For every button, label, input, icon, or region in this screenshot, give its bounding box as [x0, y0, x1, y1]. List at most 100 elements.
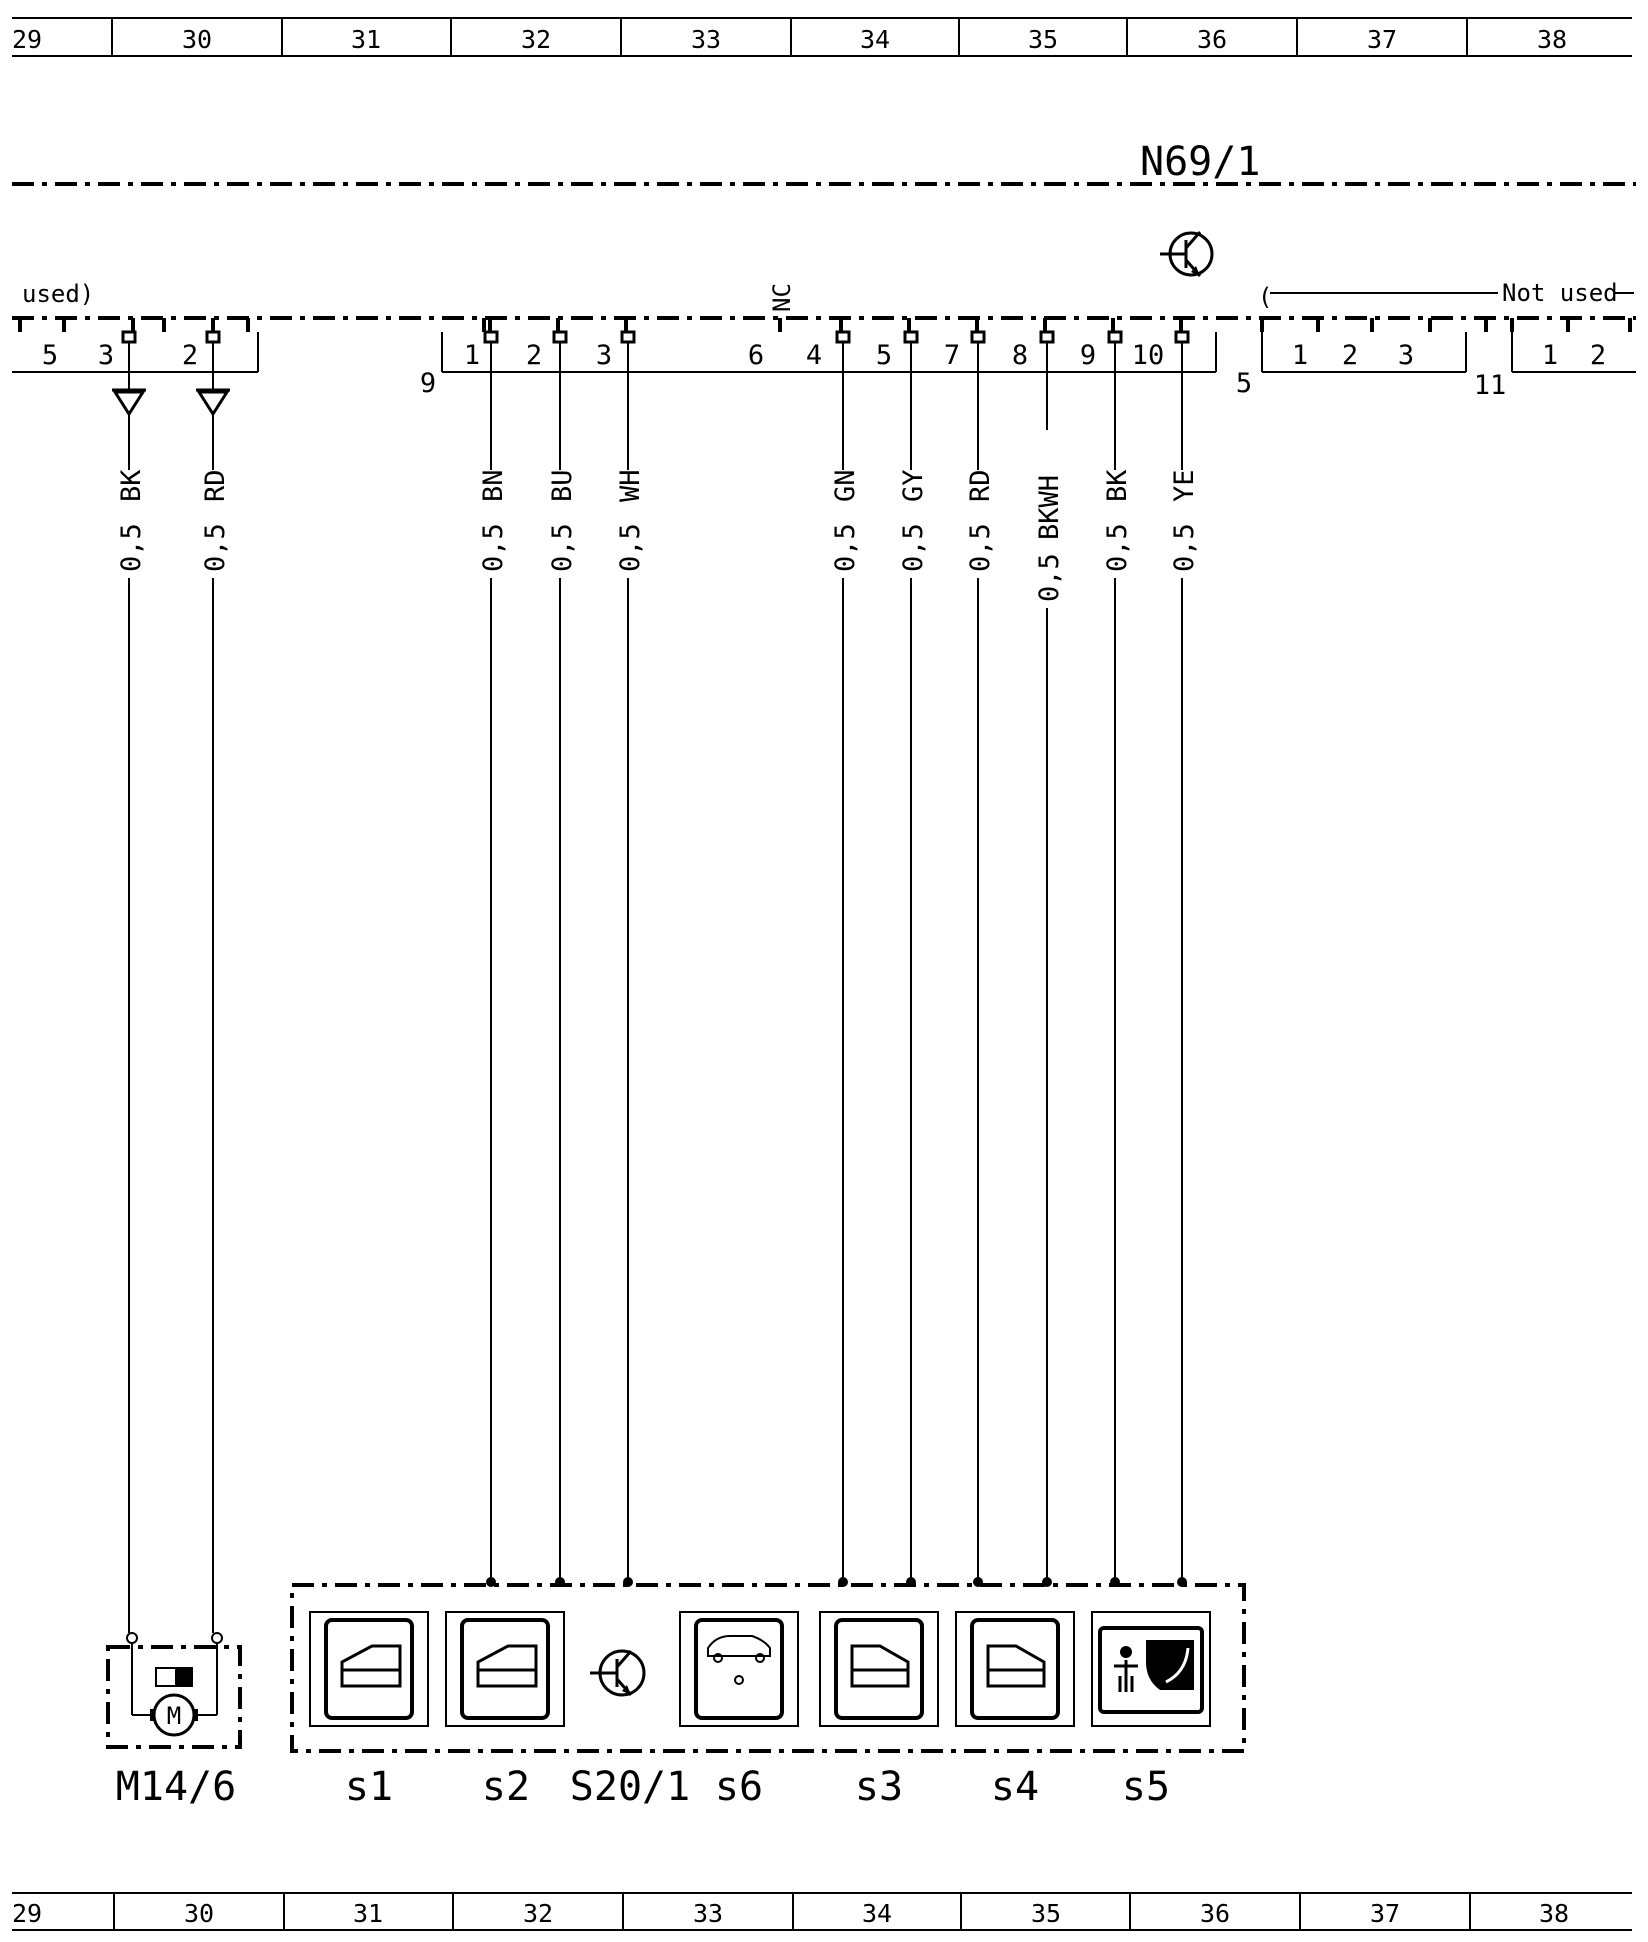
ruler-cell: 30 — [184, 1899, 214, 1928]
connector-left: 5 3 2 — [12, 332, 259, 373]
pin-terminal — [835, 330, 851, 344]
connector-pin-count: 9 — [420, 368, 436, 399]
left-not-used-label: used) — [22, 280, 94, 308]
wire-color: BK — [116, 469, 147, 502]
motor-icon: M — [150, 1693, 198, 1737]
wire-color: BN — [478, 469, 509, 502]
pin-number: 10 — [1132, 340, 1165, 371]
pin-terminal — [970, 330, 986, 344]
wire-gauge: 0,5 — [965, 523, 996, 572]
pin-terminal — [1107, 330, 1123, 344]
child-lock-icon — [1114, 1640, 1194, 1692]
wire-color: RD — [965, 469, 996, 502]
pin-terminal — [483, 330, 499, 344]
wire-color: BU — [547, 469, 578, 502]
transistor-icon — [1160, 231, 1214, 277]
ruler-cell: 33 — [693, 1899, 723, 1928]
ruler-cell: 38 — [1537, 25, 1567, 54]
ruler-cell: 32 — [521, 25, 551, 54]
ruler-cell: 30 — [182, 25, 212, 54]
top-ruler: 29 30 31 32 33 34 35 36 37 38 — [12, 17, 1632, 57]
bottom-ruler: 29 30 31 32 33 34 35 36 37 38 — [12, 1892, 1632, 1931]
wire-gauge: 0,5 — [478, 523, 509, 572]
ruler-cell: 29 — [12, 1899, 42, 1928]
pin-number: 4 — [806, 340, 822, 371]
pin-terminal — [1039, 330, 1055, 344]
pin-number: 3 — [596, 340, 612, 371]
wire-color: BKWH — [1034, 475, 1065, 540]
pin-number: 5 — [42, 340, 58, 371]
sunroof-icon — [707, 1635, 771, 1685]
ruler-cell: 31 — [351, 25, 381, 54]
wire-gauge: 0,5 — [200, 523, 231, 572]
pin-number: 3 — [98, 340, 114, 371]
pin-number: 1 — [1292, 340, 1308, 371]
pin-terminal — [903, 330, 919, 344]
switch-s2: s2 — [445, 1611, 565, 1810]
wire-gauge: 0,5 — [898, 523, 929, 572]
wire-gauge: 0,5 — [116, 523, 147, 572]
wire-gauge: 0,5 — [830, 523, 861, 572]
switch-s4: s4 — [955, 1611, 1075, 1810]
switch-label: s2 — [482, 1764, 530, 1810]
pin-number: 9 — [1080, 340, 1096, 371]
wire-color: BK — [1102, 469, 1133, 502]
switch-label: s5 — [1122, 1764, 1170, 1810]
plug-arrow-icon — [112, 388, 146, 417]
ruler-cell: 38 — [1539, 1899, 1569, 1928]
switch-s1: s1 — [309, 1611, 429, 1810]
switch-label: s6 — [715, 1764, 763, 1810]
connector-pin-count: 5 — [1236, 368, 1252, 399]
connector-main: 9 1 2 3 6 4 5 7 8 9 10 — [420, 332, 1217, 399]
right-not-used-label: Not used — [1502, 279, 1618, 307]
pin-terminal — [205, 330, 221, 344]
ruler-cell: 36 — [1200, 1899, 1230, 1928]
connector-pin-count: 11 — [1474, 370, 1507, 401]
pin-number: 3 — [1398, 340, 1414, 371]
wire-gauge: 0,5 — [615, 523, 646, 572]
connector-right-2: 11 1 2 — [1474, 332, 1636, 401]
switch-s5: s5 — [1091, 1611, 1211, 1810]
window-front-left-icon — [340, 1644, 402, 1688]
switch-label: s3 — [855, 1764, 903, 1810]
ruler-cell: 33 — [691, 25, 721, 54]
pin-number: 7 — [944, 340, 960, 371]
switch-block-label: S20/1 — [570, 1764, 690, 1810]
nc-label: NC — [768, 283, 796, 312]
ruler-cell: 29 — [12, 25, 42, 54]
pin-number: 2 — [182, 340, 198, 371]
wire-gauge: 0,5 — [547, 523, 578, 572]
ruler-cell: 35 — [1028, 25, 1058, 54]
window-front-right-icon — [476, 1644, 538, 1688]
wire-color: YE — [1169, 469, 1200, 502]
wire-color: GN — [830, 469, 861, 502]
wire-color: RD — [200, 469, 231, 502]
switch-label: s1 — [345, 1764, 393, 1810]
connector-right-1: 5 1 2 3 — [1236, 332, 1467, 399]
control-unit-label: N69/1 — [1140, 139, 1260, 185]
switch-s3: s3 — [819, 1611, 939, 1810]
motor-symbol-label: M — [167, 1702, 181, 1730]
switch-label: s4 — [991, 1764, 1039, 1810]
ruler-cell: 32 — [523, 1899, 553, 1928]
pin-ticks — [18, 318, 1632, 332]
wire-junction — [486, 1577, 496, 1587]
pin-number: 2 — [1590, 340, 1606, 371]
window-rear-right-icon — [986, 1644, 1046, 1688]
ruler-cell: 36 — [1197, 25, 1227, 54]
wire-color: GY — [898, 469, 929, 502]
pin-terminal — [121, 330, 137, 344]
wire-gauge: 0,5 — [1169, 523, 1200, 572]
ruler-cell: 35 — [1031, 1899, 1061, 1928]
switch-s6: s6 — [679, 1611, 799, 1810]
ruler-cell: 34 — [860, 25, 890, 54]
wire-color: WH — [615, 469, 646, 502]
right-not-used-paren: ( — [1258, 283, 1272, 311]
pin-number: 2 — [526, 340, 542, 371]
control-unit-n69-1: N69/1 used) ( Not used NC — [12, 139, 1636, 332]
motor-label: M14/6 — [116, 1764, 236, 1810]
pin-number: 1 — [1542, 340, 1558, 371]
ruler-cell: 37 — [1367, 25, 1397, 54]
wire-labels: 0,5 BK 0,5 RD 0,5 BN 0,5 BU 0,5 WH 0,5 G… — [116, 469, 1200, 602]
